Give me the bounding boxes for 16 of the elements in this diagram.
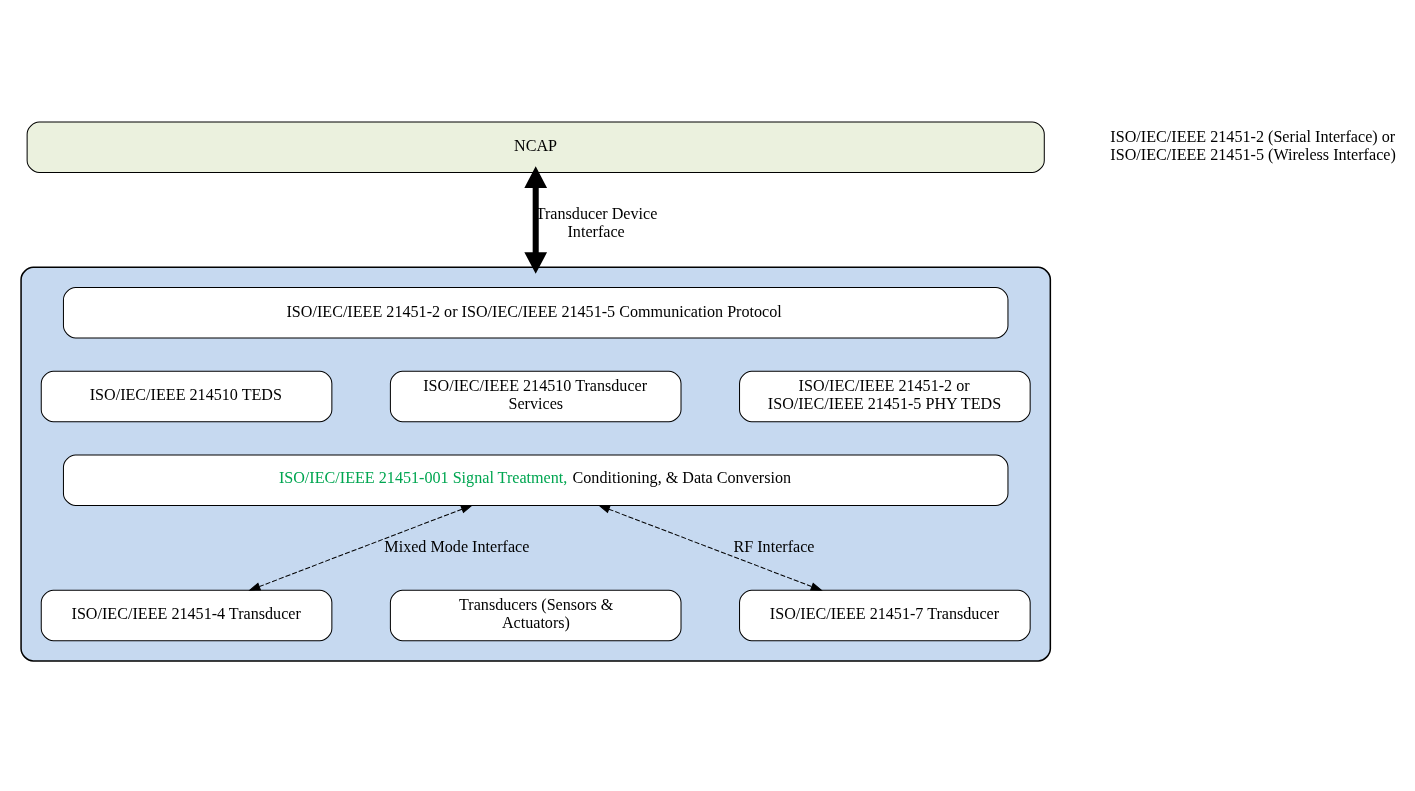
- node-box: ISO/IEC/IEEE 21451-2 or ISO/IEC/IEEE 21451-5 Communication Protocol: [62, 287, 1009, 339]
- arrow: [597, 505, 823, 591]
- node-box: ISO/IEC/IEEE 21451-2 or ISO/IEC/IEEE 21451-5 PHY TEDS: [739, 370, 1031, 423]
- cluster: [20, 266, 1052, 662]
- edge-label: RF Interface: [733, 537, 815, 555]
- arrow: [248, 505, 474, 591]
- node-box: ISO/IEC/IEEE 21451-4 Transducer: [40, 589, 333, 642]
- edge-label: Mixed Mode Interface: [384, 537, 530, 555]
- node-box: ISO/IEC/IEEE 214510 TEDS: [40, 370, 333, 423]
- arrow: [524, 166, 548, 274]
- node-box: ISO/IEC/IEEE 21451-001 Signal Treatment, Conditioning, & Data Conversion: [62, 454, 1009, 506]
- node-box: NCAP: [26, 121, 1045, 173]
- node-box: ISO/IEC/IEEE 214510 Transducer Services: [389, 370, 682, 423]
- node-box: ISO/IEC/IEEE 21451-7 Transducer: [739, 589, 1031, 642]
- node-box: Transducers (Sensors & Actuators): [389, 589, 682, 642]
- label: ISO/IEC/IEEE 21451-2 (Serial Interface) or ISO/IEC/IEEE 21451-5 (Wireless Interface): [1110, 128, 1396, 164]
